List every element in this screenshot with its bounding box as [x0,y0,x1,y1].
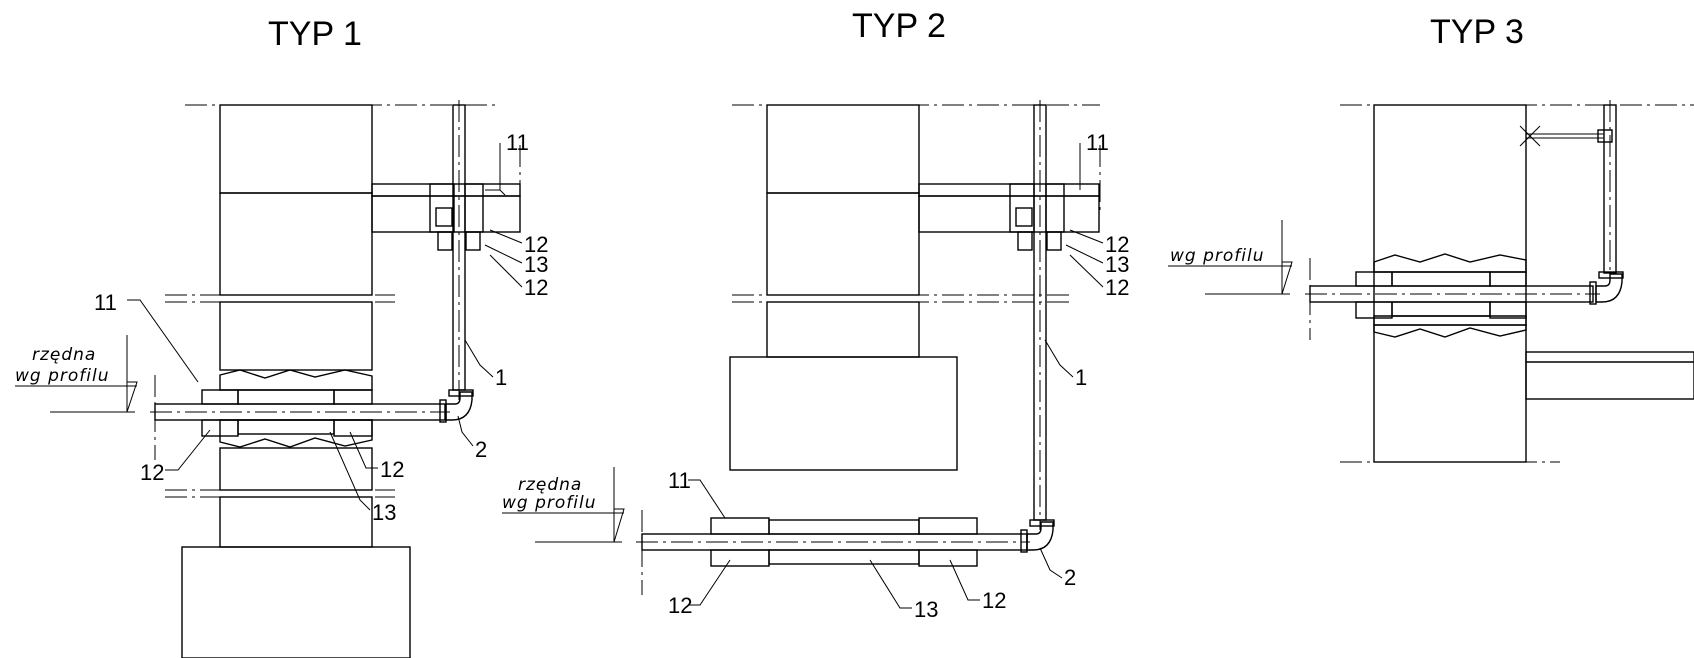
callout-typ1-11-top: 11 [506,130,529,155]
callout-typ1-12-right: 12 [380,457,404,482]
callout-typ2-12-b: 12 [1105,275,1129,300]
callout-typ2-2: 2 [1064,565,1076,590]
wall-lower [1373,324,1527,463]
wall-upper [219,104,373,194]
callout-typ1-11-left: 11 [94,290,117,315]
callout-typ1-12-left: 12 [140,460,164,485]
section-title-typ3: TYP 3 [1430,13,1524,51]
typ1-section: rzędna wg profilu 11 12 13 12 1 11 2 12 … [15,100,548,658]
section-title-typ1: TYP 1 [268,15,362,53]
pipe-elbow [1026,521,1054,551]
callout-typ2-11-top: 11 [1086,130,1109,155]
callout-typ1-13-bottom: 13 [372,500,396,525]
pipe-elbow [1595,273,1623,303]
callout-typ1-12-a: 12 [524,232,548,257]
callout-typ2-13-top: 13 [1105,252,1129,277]
callout-typ2-13-bottom: 13 [914,597,938,622]
wall-upper [1373,104,1527,326]
typ2-section: rzędna wg profilu 11 12 13 12 1 11 12 13… [502,100,1129,622]
level-label-rzedna-typ2: rzędna [518,475,582,495]
pipe-bracket [1597,129,1613,143]
callout-typ1-13-top: 13 [524,252,548,277]
callout-typ2-12-right: 12 [982,588,1006,613]
level-label-rzedna-typ1: rzędna [32,345,96,365]
wall-slab-zone [219,192,373,296]
level-label-profil-typ3: wg profilu [1170,246,1265,266]
floor-slab [1525,351,1694,400]
callout-typ2-11-left: 11 [668,468,691,493]
callout-typ2-1: 1 [1075,365,1087,390]
typ3-section: wg profilu [1168,100,1694,463]
foundation [729,356,958,471]
section-title-typ2: TYP 2 [852,7,946,45]
callout-typ2-12-left: 12 [668,593,692,618]
level-label-profil-typ1: wg profilu [15,366,110,386]
wall-upper [766,104,920,194]
callout-typ1-12-b: 12 [524,275,548,300]
callout-typ2-12-a: 12 [1105,232,1129,257]
callout-typ1-1: 1 [495,365,507,390]
floor-slab [918,183,1100,197]
callout-typ1-2: 2 [475,437,487,462]
foundation [181,546,411,658]
level-label-profil-typ2: wg profilu [502,493,597,513]
pipe-elbow [445,391,473,421]
